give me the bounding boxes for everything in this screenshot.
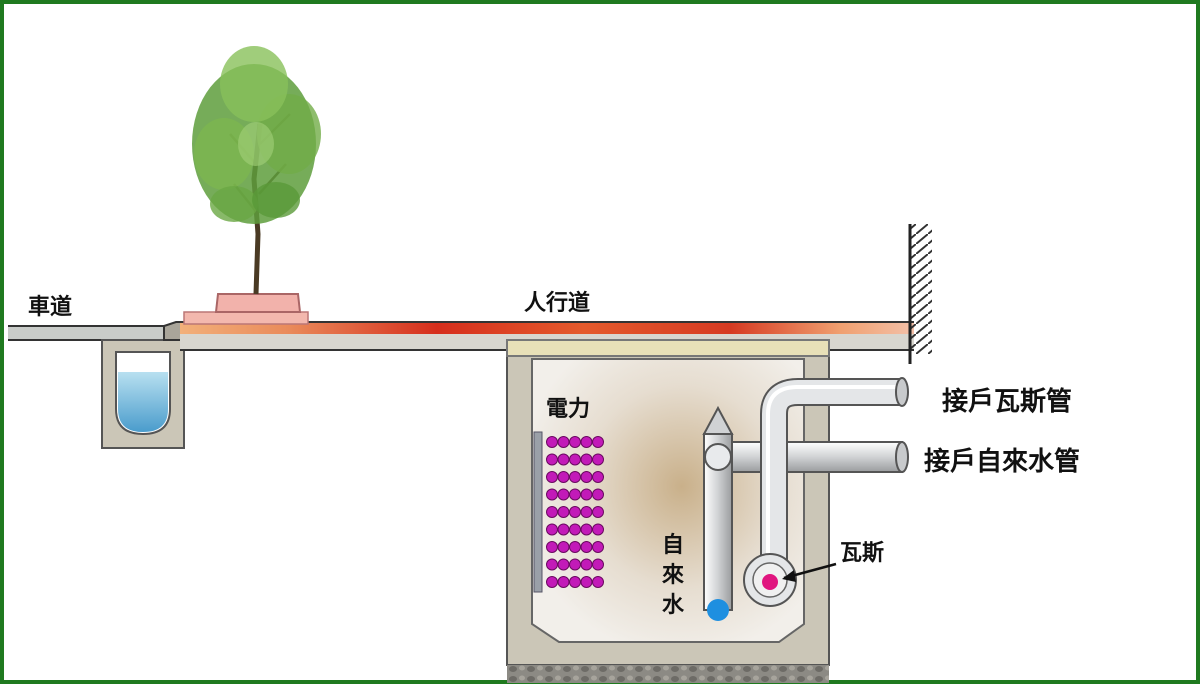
house-water-pipe [719, 441, 909, 473]
label-house-gas-pipe: 接戶瓦斯管 [942, 387, 1072, 417]
power-cable [546, 576, 558, 588]
power-cable [546, 506, 558, 518]
power-cable [569, 436, 581, 448]
water-main-pipe [702, 405, 734, 611]
power-cable [557, 541, 570, 553]
water-main-marker [707, 599, 729, 621]
utility-trench-diagram: 車道 人行道 電力 自 來 水 瓦斯 接戶瓦斯管 接戶自來水管 [8, 46, 1080, 683]
power-cable [569, 541, 581, 553]
house-gas-pipe [743, 377, 909, 607]
drainage-gutter [101, 339, 185, 449]
power-cable [557, 506, 570, 518]
power-cable [569, 471, 581, 483]
power-cable [546, 471, 558, 483]
power-cable [557, 471, 570, 483]
power-cable [592, 541, 604, 553]
power-cable [546, 541, 558, 553]
tree-planter [214, 293, 302, 313]
power-cable [592, 558, 604, 571]
power-cable [557, 488, 570, 501]
power-cable [592, 523, 604, 536]
power-cable [557, 453, 570, 466]
power-cable [546, 453, 558, 466]
power-cable [546, 558, 558, 571]
power-cable [580, 558, 593, 571]
gas-main-marker [762, 574, 778, 590]
power-cable [546, 488, 558, 501]
label-water-char-2: 來 [662, 562, 684, 588]
label-power: 電力 [546, 397, 590, 422]
label-water-char-1: 自 [662, 532, 684, 558]
power-cable [546, 523, 558, 536]
power-cable [569, 523, 581, 536]
power-cable [580, 453, 593, 466]
power-cable [580, 523, 593, 536]
power-cable [592, 576, 604, 588]
label-sidewalk: 人行道 [524, 290, 590, 316]
power-cable [580, 471, 593, 483]
power-cable [569, 506, 581, 518]
power-cable [557, 558, 570, 571]
power-cable [546, 436, 558, 448]
power-cable [592, 453, 604, 466]
power-cable [580, 488, 593, 501]
label-house-water-pipe: 接戶自來水管 [924, 446, 1080, 477]
building-wall [908, 224, 932, 364]
power-cable [557, 523, 570, 536]
power-cable [592, 471, 604, 483]
label-water-char-3: 水 [662, 593, 685, 618]
power-cable [580, 576, 593, 588]
power-cable [569, 558, 581, 571]
power-cable [557, 436, 570, 448]
power-cable-rack [533, 431, 604, 593]
gas-pointer-arrow [782, 562, 837, 582]
power-cable [580, 436, 593, 448]
power-cable [592, 488, 604, 501]
tree-icon [192, 46, 321, 295]
power-cable [569, 453, 581, 466]
power-cable [592, 506, 604, 518]
power-cable [557, 576, 570, 588]
power-cable [580, 541, 593, 553]
power-cable [592, 436, 604, 448]
label-gas: 瓦斯 [840, 540, 884, 566]
power-cable [569, 488, 581, 501]
label-roadway: 車道 [28, 294, 72, 320]
roadway-surface [8, 325, 168, 341]
power-cable [569, 576, 581, 588]
power-cable [580, 506, 593, 518]
